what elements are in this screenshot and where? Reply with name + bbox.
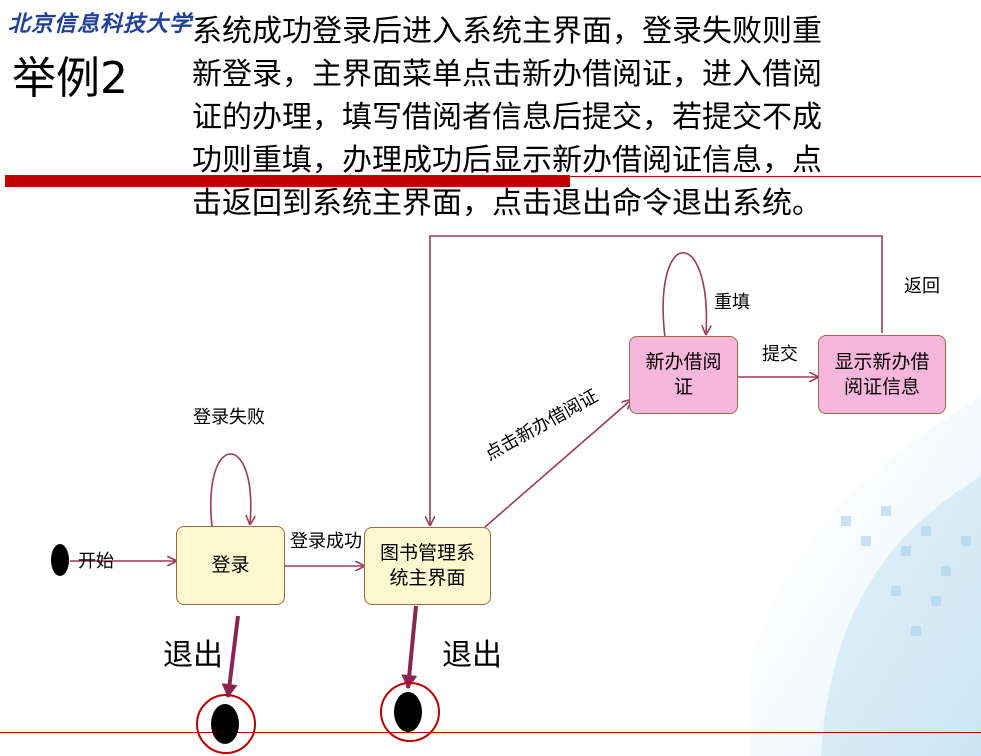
refill-loop [662,252,706,339]
return-label: 返回 [904,276,940,297]
login-failed-loop [210,453,251,528]
login-failed-label: 登录失败 [193,407,265,428]
start-label: 开始 [78,551,114,572]
end-node-ring [196,694,256,754]
state-label-line: 统主界面 [389,567,466,589]
end-node-ring [380,682,440,742]
title-divider-bar [5,175,570,187]
start-node [51,544,69,576]
click-new-card-transition [484,400,631,528]
end-node [211,704,239,744]
state-label-line: 新办借阅 [645,351,722,373]
exit-login-label: 退出 [163,638,223,673]
state-label: 图书管理系 统主界面 [380,541,475,591]
return-transition [430,235,883,525]
description-line: 功则重填，办理成功后显示新办借阅证信息，点 [192,143,822,178]
background-decoration [751,396,981,756]
refill-label: 重填 [714,292,750,313]
university-logo: 北京信息科技大学 [8,11,193,37]
state-label-line: 阅证信息 [843,375,920,398]
example-title: 举例2 [12,53,128,104]
state-label-line: 证 [673,376,693,398]
exit-main-label: 退出 [442,638,502,673]
state-label-line: 显示新办借 [834,350,930,373]
description-line: 证的办理，填写借阅者信息后提交，若提交不成 [192,100,822,135]
login-success-label: 登录成功 [290,531,362,552]
description-text: 系统成功登录后进入系统主界面，登录失败则重 新登录，主界面菜单点击新办借阅证，进… [192,10,972,225]
footer-line [0,732,981,733]
exit-login-transition [221,615,240,698]
state-main-interface: 图书管理系 统主界面 [364,527,491,605]
state-label: 显示新办借 阅证信息 [834,350,929,400]
description-line: 新登录，主界面菜单点击新办借阅证，进入借阅 [192,57,822,92]
state-login: 登录 [176,526,285,605]
submit-label: 提交 [762,344,798,365]
end-node [394,692,422,732]
exit-main-transition [401,605,418,689]
description-line: 击返回到系统主界面，点击退出命令退出系统。 [192,186,822,221]
state-show-info: 显示新办借 阅证信息 [818,335,946,414]
state-label: 登录 [211,554,250,576]
state-label-line: 图书管理系 [379,542,475,564]
description-line: 系统成功登录后进入系统主界面，登录失败则重 [192,14,822,49]
title-divider-line [565,176,981,177]
state-new-card: 新办借阅 证 [629,336,738,414]
state-label: 新办借阅 证 [645,350,721,400]
